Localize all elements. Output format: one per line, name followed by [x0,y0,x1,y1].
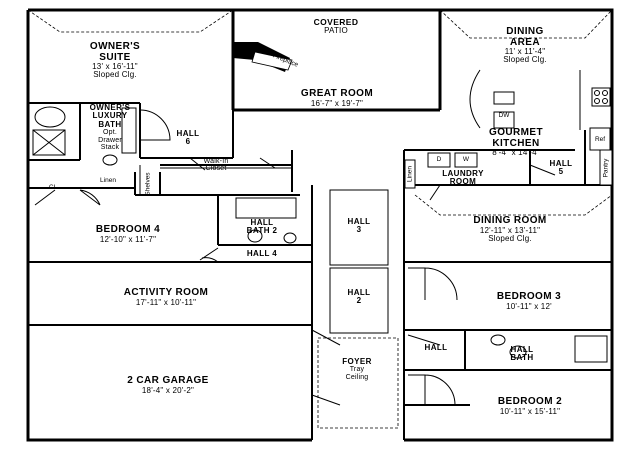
room-covered-patio: COVERED PATIO [314,18,359,35]
hall6-name2: 6 [185,137,191,147]
walk-in-closet-name2: Closet [205,165,227,173]
bedroom4-name: BEDROOM 4 [95,224,161,235]
owners-bath-name3: BATH [98,119,122,129]
great-room-name: GREAT ROOM [300,88,374,99]
hall6-name: HALL [176,129,200,138]
interior-walls [28,102,612,440]
room-bedroom4: BEDROOM 4 12'-10" x 11'-7" [95,224,161,244]
activity-room-dims: 17'-11" x 10'-11" [135,297,197,307]
bedroom2-dims: 10'-11" x 15'-11" [499,406,561,416]
room-bedroom2: BEDROOM 2 10'-11" x 15'-11" [497,396,563,416]
hall4-name: HALL 4 [246,249,278,258]
room-hall6: HALL 6 [176,129,200,147]
garage-name: 2 CAR GARAGE [127,375,209,386]
hall-bath-name: HALL [510,345,534,354]
room-hall2: HALL 2 [347,288,371,306]
kitchen-dims: 8'-4" x 14'-4" [492,148,540,157]
laundry-name: LAUNDRY [442,169,484,178]
room-hall4: HALL 4 [246,249,278,258]
hall5-name: HALL [549,159,573,168]
closet-shelves [139,165,292,195]
hall3-name2: 3 [356,225,362,235]
hall-name: HALL [424,343,448,352]
hall-bath-name2: BATH [510,353,534,363]
room-dining-room: DINING ROOM 12'-11" x 13'-11" Sloped Clg… [473,215,547,243]
room-garage: 2 CAR GARAGE 18'-4" x 20'-2" [127,375,209,395]
room-hall3: HALL 3 [347,217,371,235]
laundry-name2: ROOM [449,177,477,187]
dining-room-name: DINING ROOM [473,215,547,226]
bedroom2-name: BEDROOM 2 [497,396,563,407]
refrigerator-label: Ref [594,136,606,143]
foyer-note: Tray [349,366,365,374]
hall-outlines [317,189,399,429]
room-walk-in-closet: Walk-In Closet [204,158,229,173]
linen-small-label: Linen [406,166,414,182]
walk-in-closet-name: Walk-In [203,158,229,165]
owners-bath-name: OWNER'S [89,103,131,112]
bedroom4-dims: 12'-10" x 11'-7" [99,234,157,244]
room-great-room: GREAT ROOM 16'-7" x 19'-7" [300,88,374,108]
great-room-dims: 16'-7" x 19'-7" [310,98,364,108]
room-hall5: HALL 5 [549,159,573,177]
covered-patio-name: COVERED [313,17,359,27]
owners-suite-name: OWNER'S [89,41,141,52]
room-hall-bath2: HALL BATH 2 [246,218,278,236]
room-owners-suite: OWNER'S SUITE 13' x 16'-11" Sloped Clg. [89,41,141,80]
room-hall-bath: HALL BATH [510,345,534,363]
dryer-label: D [436,156,442,163]
dining-room-dims: 12'-11" x 13'-11" [479,225,541,235]
room-laundry: LAUNDRY ROOM [442,169,484,187]
dishwasher-label: DW [498,112,510,119]
activity-room-name: ACTIVITY ROOM [123,287,209,298]
hall-bath2-name2: BATH 2 [246,226,278,236]
hall-bath2-name: HALL [250,218,274,227]
room-owners-bath: OWNER'S LUXURY BATH Opt. Drawer Stack [89,103,131,151]
bath-fixtures [32,106,608,363]
dining-area-dims: 11' x 11'-4" [504,47,546,56]
room-kitchen: GOURMET KITCHEN 8'-4" x 14'-4" [489,127,543,157]
foyer-name: FOYER [342,357,372,366]
dining-area-name2: AREA [510,36,540,48]
cl-label: CL [48,184,58,191]
bedroom3-dims: 10'-11" x 12' [506,301,552,311]
covered-patio-name2: PATIO [324,25,348,35]
room-bedroom3: BEDROOM 3 10'-11" x 12' [496,291,562,311]
laundry-fixtures [404,152,478,189]
hall3-name: HALL [347,217,371,226]
owners-bath-name2: LUXURY [92,111,128,121]
foyer-note2: Ceiling [345,373,369,381]
kitchen-name2: KITCHEN [492,137,540,149]
garage-dims: 18'-4" x 20'-2" [141,385,195,395]
linen-label: Linen [100,177,116,184]
dining-area-name: DINING [506,26,544,37]
owners-bath-note3: Stack [100,143,120,151]
kitchen-name: GOURMET [489,127,543,138]
hall2-name: HALL [347,288,371,297]
exterior-walls [26,8,614,442]
room-dining-area: DINING AREA 11' x 11'-4" Sloped Clg. [503,26,547,65]
owners-bath-note: Opt. [102,129,118,137]
owners-suite-dims: 13' x 16'-11" [92,62,138,71]
pantry-label: Pantry [602,158,610,178]
owners-bath-note2: Drawer [98,136,122,144]
bedroom3-name: BEDROOM 3 [496,291,562,302]
kitchen-fixtures [469,69,613,186]
room-hall: HALL [424,343,448,352]
hall5-name2: 5 [558,167,564,177]
owners-suite-note: Sloped Clg. [93,70,137,80]
room-activity-room: ACTIVITY ROOM 17'-11" x 10'-11" [123,287,209,307]
dining-area-note: Sloped Clg. [503,55,547,65]
shelves-label: Shelves [144,172,152,196]
owners-suite-name2: SUITE [99,51,131,63]
washer-label: W [462,156,470,163]
fireplace-symbol [233,42,293,72]
hall2-name2: 2 [356,296,362,306]
dining-room-note: Sloped Clg. [488,233,532,243]
sloped-ceiling-lines [27,9,613,216]
room-foyer: FOYER Tray Ceiling [342,357,372,381]
